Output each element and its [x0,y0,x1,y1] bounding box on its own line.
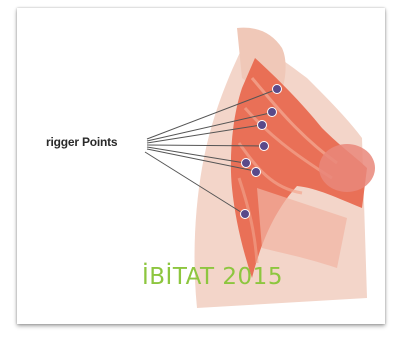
image-frame: rigger Points İBİTAT 2015 [17,8,385,324]
caption-text: İBİTAT 2015 [142,264,283,290]
trigger-point [258,121,267,130]
trigger-point [241,210,250,219]
trigger-points-label: rigger Points [46,135,117,149]
trigger-point [273,85,282,94]
trigger-point [242,159,251,168]
shoulder-cap [319,144,375,192]
trigger-point [268,108,277,117]
trigger-point [252,168,261,177]
trigger-point [260,142,269,151]
